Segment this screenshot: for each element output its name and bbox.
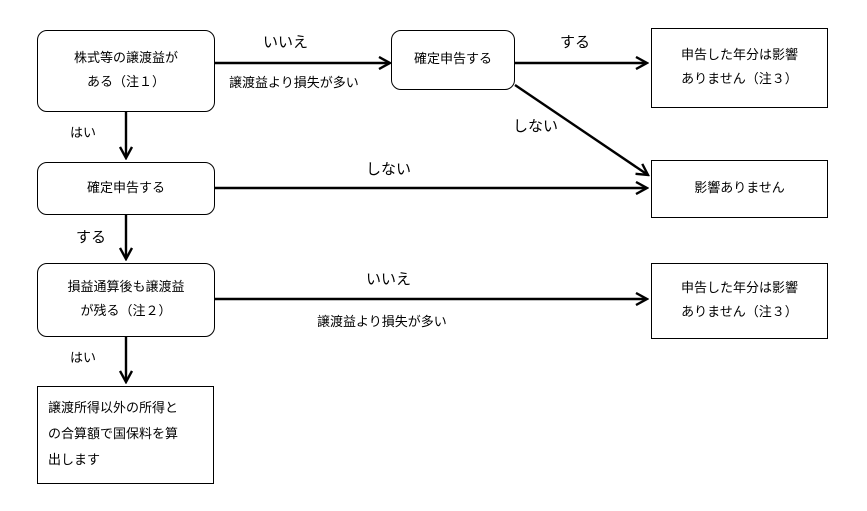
label-file-yes: する <box>560 33 591 51</box>
node-file-return-1: 確定申告する <box>391 30 515 90</box>
node-no-effect: 影響ありません <box>651 160 828 218</box>
node-result-2: 申告した年分は影響 ありません（注３） <box>651 263 828 339</box>
label-yes-1: はい <box>70 126 97 141</box>
arrow-file1-to-no-effect <box>514 84 648 175</box>
label-file-yes-2: する <box>76 228 107 246</box>
node-final-text: 譲渡所得以外の所得と の合算額で国保料を算 出します <box>48 401 179 468</box>
label-file-no-2: しない <box>366 160 412 178</box>
node-start: 株式等の譲渡益が ある（注１） <box>37 30 215 112</box>
node-remain-text: 損益通算後も譲渡益 が残る（注２） <box>67 280 185 319</box>
node-start-text: 株式等の譲渡益が ある（注１） <box>73 51 178 90</box>
label-no-1: いいえ <box>263 33 309 51</box>
label-no-2: いいえ <box>366 270 412 288</box>
node-file-return-2-text: 確定申告する <box>86 180 165 196</box>
node-file-return-2: 確定申告する <box>37 162 215 215</box>
label-yes-2: はい <box>70 351 97 366</box>
node-remain: 損益通算後も譲渡益 が残る（注２） <box>37 263 215 337</box>
node-final: 譲渡所得以外の所得と の合算額で国保料を算 出します <box>37 386 214 484</box>
node-result-1-text: 申告した年分は影響 ありません（注３） <box>680 48 798 87</box>
node-result-1: 申告した年分は影響 ありません（注３） <box>651 28 828 108</box>
label-loss-exceeds-1: 譲渡益より損失が多い <box>229 76 359 91</box>
label-loss-exceeds-2: 譲渡益より損失が多い <box>317 315 447 330</box>
node-no-effect-text: 影響ありません <box>694 181 785 196</box>
node-result-2-text: 申告した年分は影響 ありません（注３） <box>680 281 798 320</box>
label-file-no-1: しない <box>513 117 559 135</box>
node-file-return-1-text: 確定申告する <box>413 52 492 67</box>
